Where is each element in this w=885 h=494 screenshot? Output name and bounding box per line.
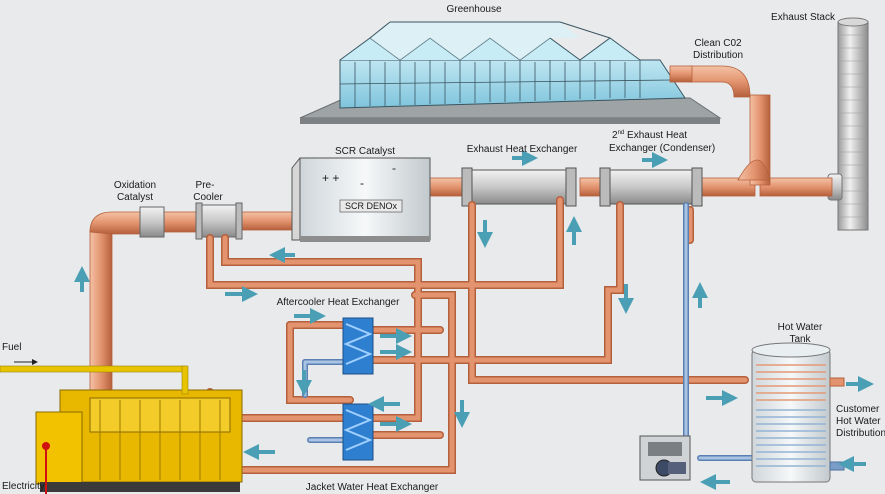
label-hot-water-line1: Hot Water	[778, 322, 823, 333]
labels: Greenhouse Exhaust Stack Clean C02 Distr…	[2, 4, 885, 493]
label-exhaust-hx: Exhaust Heat Exchanger	[467, 144, 578, 155]
label-precooler-line1: Pre-	[196, 180, 215, 191]
hot-water-tank	[751, 342, 845, 483]
label-jacket-hx: Jacket Water Heat Exchanger	[306, 482, 439, 493]
greenhouse	[299, 21, 722, 124]
condenser-heat-exchanger	[599, 167, 703, 207]
water-piping	[191, 196, 755, 474]
label-greenhouse: Greenhouse	[446, 4, 501, 15]
label-second-hx-number: 2	[612, 130, 618, 141]
label-second-hx-ordinal: nd	[618, 130, 625, 136]
label-precooler-line2: Cooler	[193, 192, 223, 203]
label-aftercooler-hx: Aftercooler Heat Exchanger	[277, 297, 401, 308]
svg-text:-: -	[360, 176, 364, 190]
label-second-hx-line2: Exchanger (Condenser)	[609, 143, 715, 154]
label-customer-line2: Hot Water	[836, 416, 881, 427]
label-second-hx-line1: 2nd Exhaust Heat	[612, 130, 687, 141]
label-hot-water-line2: Tank	[789, 334, 811, 345]
exhaust-stack	[827, 17, 869, 231]
label-scr-catalyst: SCR Catalyst	[335, 146, 395, 157]
jacket-water-heat-exchanger	[342, 403, 374, 461]
label-customer-line1: Customer	[836, 404, 880, 415]
exhaust-heat-exchanger	[461, 167, 577, 207]
oxidation-catalyst	[139, 206, 165, 238]
scr-catalyst: + + - -	[291, 157, 431, 242]
label-customer-line3: Distribution	[836, 428, 885, 439]
label-clean-co2-line1: Clean C02	[694, 38, 742, 49]
electricity-output	[42, 442, 50, 494]
label-exhaust-stack: Exhaust Stack	[771, 12, 836, 23]
label-clean-co2-line2: Distribution	[693, 50, 743, 61]
aftercooler-heat-exchanger	[342, 317, 374, 375]
label-second-hx-rest: Exhaust Heat	[624, 130, 687, 141]
svg-text:-: -	[392, 161, 396, 175]
pre-cooler	[195, 202, 243, 240]
svg-text:+ +: + +	[322, 171, 339, 185]
flow-arrows	[74, 150, 874, 490]
fuel-line	[0, 359, 189, 395]
label-oxidation-line2: Catalyst	[117, 192, 153, 203]
label-electricity: Electricity	[2, 481, 45, 492]
label-oxidation-line1: Oxidation	[114, 180, 156, 191]
label-scr-denox: SCR DENOx	[345, 201, 398, 211]
label-fuel: Fuel	[2, 342, 21, 353]
circulation-pump	[639, 435, 691, 481]
engine-generator	[35, 389, 243, 492]
exhaust-piping	[89, 65, 833, 391]
